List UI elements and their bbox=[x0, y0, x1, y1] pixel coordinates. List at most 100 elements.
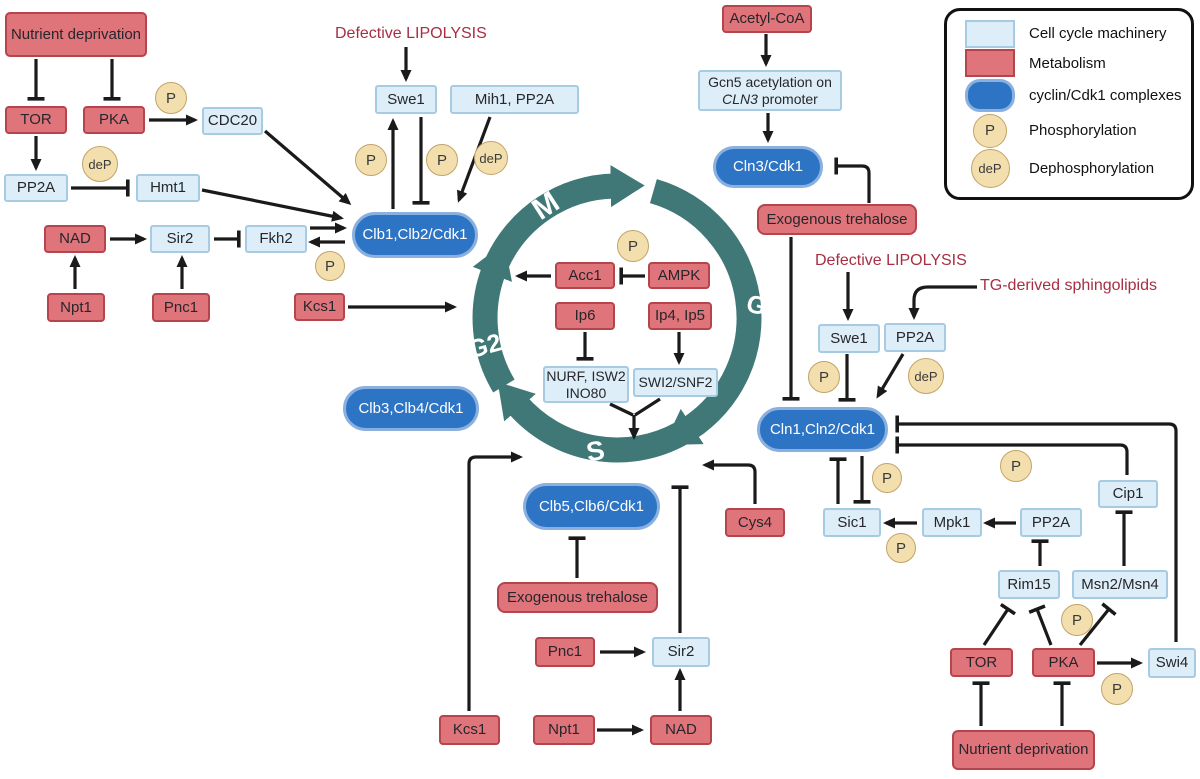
node-nad-bottom: NAD bbox=[650, 715, 712, 745]
legend-label: Phosphorylation bbox=[1029, 122, 1137, 140]
badge-p-pka-cdc20: P bbox=[155, 82, 187, 114]
node-tor-br: TOR bbox=[950, 648, 1013, 677]
node-clb5-clb6-cdk1: Clb5,Clb6/Cdk1 bbox=[523, 483, 660, 530]
node-pnc1-tl: Pnc1 bbox=[152, 293, 210, 322]
legend-item-metabolism: Metabolism bbox=[965, 49, 1183, 78]
node-clb3-clb4-cdk1: Clb3,Clb4/Cdk1 bbox=[343, 386, 479, 431]
edge-cdc20-to-clb1-clb2-cdk1 bbox=[263, 129, 352, 205]
node-cip1: Cip1 bbox=[1098, 480, 1158, 508]
edge-cip1-to-cln1-cln2-cdk1 bbox=[895, 436, 1129, 475]
complex-swatch bbox=[965, 78, 1015, 112]
node-acc1: Acc1 bbox=[555, 262, 615, 289]
edge-nurf-isw2-ino80-to-s-phase bbox=[609, 402, 634, 417]
node-nutrient-deprivation-tl: Nutrient deprivation bbox=[5, 12, 147, 57]
node-pnc1-bottom: Pnc1 bbox=[535, 637, 595, 667]
node-mih1-pp2a: Mih1, PP2A bbox=[450, 85, 579, 114]
legend-item-phosphorylation: P Phosphorylation bbox=[965, 113, 1183, 148]
badge-dep-mih1-clb12: deP bbox=[474, 141, 508, 175]
node-tor-tl: TOR bbox=[5, 106, 67, 134]
cycle-arc-G1 bbox=[649, 179, 762, 446]
node-pka-br: PKA bbox=[1032, 648, 1095, 677]
edge-pp2a-right-to-cln1-cln2-cdk1 bbox=[876, 353, 905, 399]
node-swi2-snf2: SWI2/SNF2 bbox=[633, 368, 718, 397]
node-msn2-msn4: Msn2/Msn4 bbox=[1072, 570, 1168, 599]
node-npt1-bottom: Npt1 bbox=[533, 715, 595, 745]
badge-p-pka-swi4: P bbox=[1101, 673, 1133, 705]
badge-p-pka-msn: P bbox=[1061, 604, 1093, 636]
badge-p-ampk-acc1: P bbox=[617, 230, 649, 262]
node-ip4-ip5: Ip4, Ip5 bbox=[648, 302, 712, 330]
edge-swi2-snf2-to-s-phase bbox=[634, 397, 661, 417]
badge-dep-pp2a-cln12: deP bbox=[908, 358, 944, 394]
legend-label: cyclin/Cdk1 complexes bbox=[1029, 86, 1182, 104]
badge-p-fkh2-clb12: P bbox=[315, 251, 345, 281]
node-pp2a-br: PP2A bbox=[1020, 508, 1082, 537]
badge-p-clb12-swe1: P bbox=[355, 144, 387, 176]
edge-tg-derived-sphingolipids-to-pp2a-right bbox=[908, 285, 977, 320]
badge-p-cip1-cln12: P bbox=[1000, 450, 1032, 482]
node-cln3-cdk1: Cln3/Cdk1 bbox=[713, 146, 823, 188]
node-clb1-clb2-cdk1: Clb1,Clb2/Cdk1 bbox=[352, 212, 478, 258]
edge-pka-br-to-msn2-msn4 bbox=[1078, 602, 1117, 647]
metabolism-swatch bbox=[965, 49, 1015, 78]
legend-item-cell-cycle-machinery: Cell cycle machinery bbox=[965, 19, 1183, 48]
node-swe1-top: Swe1 bbox=[375, 85, 437, 114]
edge-hmt1-to-clb1-clb2-cdk1 bbox=[201, 188, 344, 222]
annotation-tg-derived-sphingolipids: TG-derived sphingolipids bbox=[980, 277, 1157, 294]
node-fkh2: Fkh2 bbox=[245, 225, 307, 253]
machinery-swatch bbox=[965, 19, 1015, 48]
node-pp2a-tl: PP2A bbox=[4, 174, 68, 202]
node-ampk: AMPK bbox=[648, 262, 710, 289]
badge-p-swe1-cln12: P bbox=[808, 361, 840, 393]
node-swe1-right: Swe1 bbox=[818, 324, 880, 353]
node-kcs1-left: Kcs1 bbox=[294, 293, 345, 321]
edge-kcs1-bottom-to-cell-cycle bbox=[467, 451, 523, 711]
dephosphorylation-badge-swatch: deP bbox=[970, 149, 1010, 189]
node-pp2a-right: PP2A bbox=[884, 323, 946, 352]
cycle-arc-G2 bbox=[472, 242, 515, 393]
legend-label: Cell cycle machinery bbox=[1029, 25, 1167, 43]
node-kcs1-bottom: Kcs1 bbox=[439, 715, 500, 745]
edge-swi4-to-cln1-cln2-cdk1 bbox=[895, 415, 1178, 642]
node-nad-tl: NAD bbox=[44, 225, 106, 253]
cell-cycle-ring bbox=[472, 165, 762, 463]
phosphorylation-badge-swatch: P bbox=[973, 113, 1007, 148]
cycle-arc-S bbox=[497, 381, 688, 463]
node-cys4: Cys4 bbox=[725, 508, 785, 537]
legend-label: Metabolism bbox=[1029, 54, 1106, 72]
badge-p-cln12-sic1: P bbox=[872, 463, 902, 493]
edge-pka-br-to-rim15 bbox=[1028, 604, 1053, 646]
node-acetyl-coa: Acetyl-CoA bbox=[722, 5, 812, 33]
node-sic1: Sic1 bbox=[823, 508, 881, 537]
edge-cys4-to-cell-cycle bbox=[702, 459, 757, 504]
node-mpk1: Mpk1 bbox=[922, 508, 982, 537]
legend: Cell cycle machinery Metabolism cyclin/C… bbox=[944, 8, 1194, 200]
annotation-defective-lipolysis-right: Defective LIPOLYSIS bbox=[815, 252, 967, 269]
cycle-phase-label-S: S bbox=[584, 435, 607, 468]
node-nutrient-deprivation-br: Nutrient deprivation bbox=[952, 730, 1095, 770]
node-npt1-tl: Npt1 bbox=[47, 293, 105, 322]
node-hmt1: Hmt1 bbox=[136, 174, 200, 202]
edge-tor-br-to-rim15 bbox=[982, 602, 1016, 646]
node-exogenous-trehalose-top: Exogenous trehalose bbox=[757, 204, 917, 235]
edge-exogenous-trehalose-top-to-cln3-cdk1 bbox=[834, 157, 871, 203]
node-sir2-tl: Sir2 bbox=[150, 225, 210, 253]
legend-item-cyclin-cdk1-complexes: cyclin/Cdk1 complexes bbox=[965, 78, 1183, 112]
edges-group bbox=[27, 34, 1178, 736]
node-sir2-bottom: Sir2 bbox=[652, 637, 710, 667]
badge-p-mpk1-sic1: P bbox=[886, 533, 916, 563]
badge-dep-pp2a-hmt1: deP bbox=[82, 146, 118, 182]
node-ip6: Ip6 bbox=[555, 302, 615, 330]
node-exogenous-trehalose-bottom: Exogenous trehalose bbox=[497, 582, 658, 613]
node-cdc20: CDC20 bbox=[202, 107, 263, 135]
legend-item-dephosphorylation: deP Dephosphorylation bbox=[965, 149, 1183, 189]
node-pka-tl: PKA bbox=[83, 106, 145, 134]
badge-p-swe1-clb12: P bbox=[426, 144, 458, 176]
node-swi4: Swi4 bbox=[1148, 648, 1196, 678]
annotation-defective-lipolysis-top: Defective LIPOLYSIS bbox=[335, 25, 487, 42]
